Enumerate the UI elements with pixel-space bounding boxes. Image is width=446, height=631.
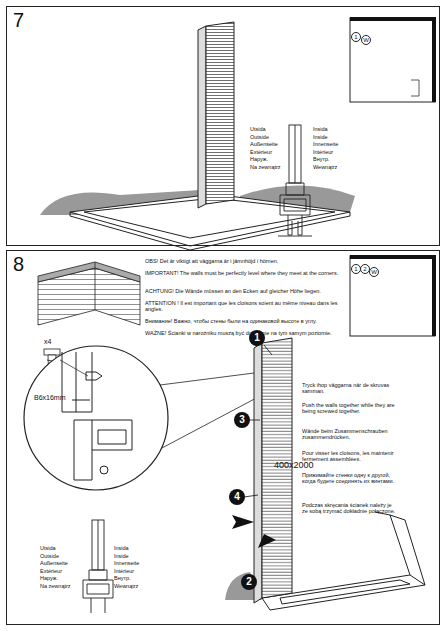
callout-number: 1: [249, 330, 265, 346]
callout-number: 4: [229, 489, 245, 505]
instruction-text: OBS! Det är viktigt att väggarna är i jä…: [145, 258, 350, 264]
instruction-text: Na zewnątrz: [40, 583, 82, 589]
instruction-text: Wände beim Zusammenschrauben zusammendrü…: [302, 428, 397, 441]
instruction-text: Innenseite: [313, 141, 358, 147]
instruction-text: IMPORTANT! The walls must be perfectly l…: [145, 270, 350, 276]
instruction-text: Intérieur: [114, 568, 159, 574]
instruction-text: Extérieur: [40, 568, 82, 574]
instruction-text: Podczas skręcania ścianek należy je ze s…: [302, 502, 397, 515]
instruction-text: Außenseite: [40, 560, 82, 566]
step-panel: 8: [6, 250, 440, 625]
plan-marker: 1: [351, 32, 361, 42]
instruction-text: Insida: [114, 545, 159, 551]
step-panel: 7: [6, 6, 440, 246]
instruction-text: Innenseite: [114, 560, 159, 566]
instruction-text: Tryck ihop väggarna när de skruvas samma…: [302, 382, 397, 395]
instruction-text: Insida: [313, 126, 358, 132]
step-number: 7: [13, 9, 24, 32]
instruction-text: Intérieur: [313, 149, 358, 155]
instruction-text: ATTENTION ! Il est important que les clo…: [145, 300, 350, 313]
instruction-text: B6x16mm: [34, 394, 84, 402]
instruction-text: Внутр.: [114, 575, 159, 581]
instruction-text: Pour visser les cloisons, les maintenir …: [302, 450, 397, 463]
instruction-text: Utsida: [250, 126, 290, 132]
instruction-text: Utsida: [40, 545, 82, 551]
instruction-text: ACHTUNG! Die Wände müssen an den Ecken a…: [145, 288, 350, 294]
instruction-text: x4: [44, 338, 74, 346]
instruction-text: Наруж.: [40, 575, 82, 581]
instruction-text: Inside: [313, 134, 358, 140]
instruction-text: Wewnątrz: [114, 583, 159, 589]
instruction-text: Außenseite: [250, 141, 290, 147]
instruction-text: Внутр.: [313, 156, 358, 162]
instruction-text: Wewnątrz: [313, 164, 358, 170]
instruction-text: Na zewnątrz: [250, 164, 290, 170]
instruction-text: Push the walls together while they are b…: [302, 402, 397, 415]
instruction-text: Outside: [40, 553, 82, 559]
instruction-text: Внимание! Важно, чтобы стены были на оди…: [145, 318, 350, 324]
instruction-text: Прижимайте стенки одну к другой, когда б…: [302, 472, 397, 485]
plan-marker: W: [361, 35, 371, 45]
callout-number: 3: [234, 412, 250, 428]
plan-marker: W: [369, 267, 379, 277]
instruction-text: Extérieur: [250, 149, 290, 155]
instruction-text: Inside: [114, 553, 159, 559]
instruction-text: Outside: [250, 134, 290, 140]
step-number: 8: [13, 253, 24, 276]
instruction-text: Наруж.: [250, 156, 290, 162]
instruction-text: WAŻNE! Ścianki w narożniku muszą być dok…: [145, 330, 350, 336]
callout-number: 2: [241, 574, 257, 590]
